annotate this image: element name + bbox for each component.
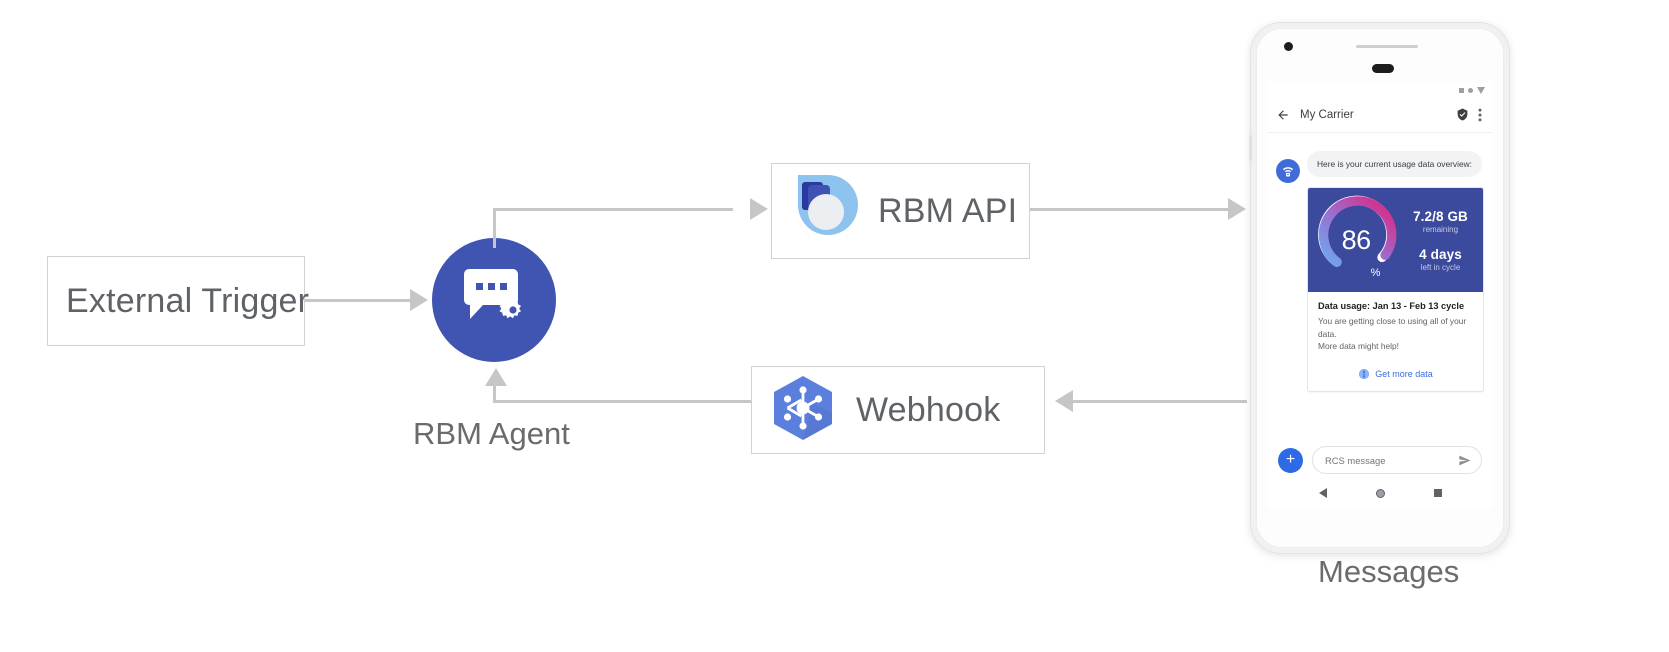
data-remaining-caption: remaining — [1422, 224, 1459, 234]
signal-triangle-icon — [1477, 86, 1485, 94]
rich-card[interactable]: 86 % 7.2/8 GB remaining 4 days left in c… — [1307, 187, 1484, 392]
connector-phone-to-webhook — [1073, 400, 1247, 403]
arrowhead-phone-to-webhook — [1055, 390, 1073, 412]
rbm-agent-caption: RBM Agent — [413, 416, 570, 451]
card-description-line-2: More data might help! — [1318, 341, 1400, 352]
connector-trigger-to-agent — [305, 299, 410, 302]
connector-webhook-to-agent — [493, 400, 751, 403]
arrowhead-trigger-to-agent — [410, 289, 428, 311]
node-rbm-agent[interactable] — [432, 238, 556, 362]
status-bar — [1268, 83, 1492, 97]
node-rbm-api[interactable]: RBM API — [771, 163, 1030, 259]
verified-shield-icon[interactable] — [1456, 108, 1469, 121]
days-left-value: 4 days — [1419, 246, 1462, 262]
phone-power-button[interactable] — [1249, 135, 1252, 161]
globe-icon — [1359, 368, 1370, 379]
arrowhead-agent-to-api — [750, 198, 768, 220]
nav-recents-icon[interactable] — [1433, 489, 1442, 497]
plus-icon[interactable]: + — [1278, 447, 1303, 473]
bot-message-bubble: Here is your current usage data overview… — [1307, 151, 1483, 178]
data-remaining-value: 7.2/8 GB — [1413, 208, 1468, 224]
composer-field[interactable] — [1312, 446, 1482, 474]
back-arrow-icon[interactable] — [1276, 108, 1290, 122]
phone-screen: My Carrier — [1268, 83, 1492, 508]
arrowhead-api-to-phone — [1228, 198, 1246, 220]
card-hero-image: 86 % 7.2/8 GB remaining 4 days left in c… — [1308, 188, 1483, 292]
circle-icon — [1468, 87, 1473, 93]
messages-caption: Messages — [1318, 554, 1460, 589]
rcs-message-input[interactable] — [1323, 453, 1452, 467]
square-icon — [1459, 87, 1464, 93]
webhook-hexagon-icon — [768, 373, 838, 448]
nav-back-icon[interactable] — [1318, 488, 1327, 498]
hero-stats: 7.2/8 GB remaining 4 days left in cycle — [1404, 209, 1483, 272]
chat-gear-icon — [464, 269, 521, 319]
days-left-caption: left in cycle — [1420, 262, 1461, 272]
phone-bezel: My Carrier — [1256, 28, 1504, 548]
node-external-trigger[interactable]: External Trigger — [47, 256, 309, 346]
arrowhead-webhook-to-agent — [485, 368, 507, 386]
get-more-data-label: Get more data — [1375, 368, 1433, 379]
connector-agent-up — [493, 208, 496, 248]
gauge-unit: % — [1370, 266, 1381, 279]
sensor-dot — [1372, 64, 1394, 73]
nav-home-icon[interactable] — [1375, 488, 1385, 498]
card-description-line-1: You are getting close to using all of yo… — [1318, 316, 1467, 339]
conversation-area: Here is your current usage data overview… — [1268, 133, 1492, 469]
webhook-label: Webhook — [856, 390, 1001, 429]
send-icon[interactable] — [1458, 454, 1471, 467]
android-nav-bar — [1268, 478, 1492, 508]
usage-gauge: 86 % — [1318, 195, 1404, 286]
overflow-menu-icon[interactable] — [1478, 108, 1482, 122]
front-camera-icon — [1284, 42, 1293, 51]
node-webhook[interactable]: Webhook — [751, 366, 1045, 454]
earpiece-grille — [1356, 45, 1418, 48]
rbm-api-logo — [788, 171, 862, 252]
router-wifi-icon — [1276, 159, 1300, 183]
connector-agent-to-api — [493, 208, 733, 211]
conversation-title: My Carrier — [1300, 108, 1354, 121]
gauge-value-label: 86 % — [1318, 195, 1404, 286]
connector-agent-up-return — [493, 385, 496, 401]
gauge-number: 86 — [1341, 224, 1372, 255]
message-row: Here is your current usage data overview… — [1268, 151, 1492, 183]
message-composer: + — [1268, 446, 1492, 474]
rbm-api-label: RBM API — [878, 191, 1018, 230]
card-title: Data usage: Jan 13 - Feb 13 cycle — [1318, 301, 1465, 311]
phone-device: My Carrier — [1249, 23, 1509, 553]
app-bar: My Carrier — [1268, 97, 1492, 133]
connector-api-to-phone — [1030, 208, 1230, 211]
get-more-data-button[interactable]: Get more data — [1308, 359, 1483, 391]
external-trigger-label: External Trigger — [66, 281, 310, 320]
card-body: Data usage: Jan 13 - Feb 13 cycle You ar… — [1308, 292, 1483, 359]
